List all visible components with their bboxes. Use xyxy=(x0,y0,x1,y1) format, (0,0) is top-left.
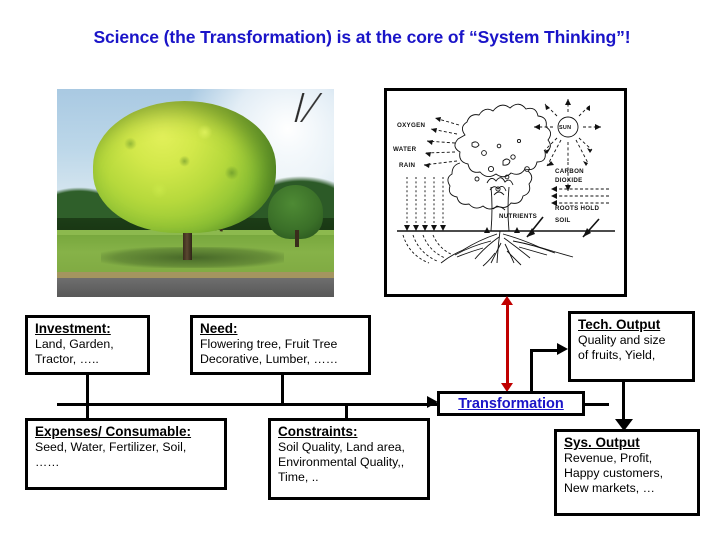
red-arrow-head-up xyxy=(501,296,513,305)
canopy-outline xyxy=(454,103,551,178)
box-transformation[interactable]: Transformation xyxy=(437,391,585,416)
connector-investment-drop xyxy=(86,375,89,404)
label-carbon: CARBON xyxy=(555,168,584,175)
rain-streaks xyxy=(406,177,444,229)
label-dioxide: DIOXIDE xyxy=(555,177,583,184)
photo-tree-canopy xyxy=(93,101,276,233)
arrowhead-into-sys-output xyxy=(615,419,633,431)
rain-arrowheads xyxy=(404,225,446,231)
box-need-line-1: Flowering tree, Fruit Tree xyxy=(200,337,338,351)
box-constraints-header: Constraints: xyxy=(278,424,358,439)
root-system xyxy=(440,230,574,267)
co2-arrows xyxy=(555,188,609,204)
box-expenses-header: Expenses/ Consumable: xyxy=(35,424,192,439)
box-tech-output-line-2: of fruits, Yield, xyxy=(578,348,656,362)
trunk-foliage xyxy=(486,177,514,192)
photo-small-tree xyxy=(267,184,323,239)
trunk-bark xyxy=(492,191,506,211)
nutrient-uptake-arrows xyxy=(484,227,520,233)
photosynthesis-diagram-svg: OXYGEN WATER SUN RAIN CARBON DIOXIDE NUT… xyxy=(393,99,615,267)
box-sys-output-header: Sys. Output xyxy=(564,435,640,450)
box-tech-output-line-1: Quality and size xyxy=(578,333,666,347)
arrowhead-into-transformation xyxy=(427,396,438,408)
canopy-lower-outline xyxy=(447,162,533,210)
photo-road xyxy=(57,278,334,297)
red-double-arrow-link xyxy=(501,296,514,392)
roots-hold-soil-leader-head xyxy=(583,228,591,237)
nutrients-leader-head xyxy=(527,228,535,237)
box-expenses-line-1: Seed, Water, Fertilizer, Soil, xyxy=(35,440,187,454)
box-sys-output-line-3: New markets, … xyxy=(564,481,655,495)
sun-circle xyxy=(557,116,579,138)
box-investment[interactable]: Investment: Land, Garden, Tractor, ….. xyxy=(25,315,150,375)
photo-tree-shadow xyxy=(101,247,285,268)
trunk-outline xyxy=(490,186,510,232)
co2-arrowheads xyxy=(551,186,557,206)
connector-expenses-riser xyxy=(86,403,89,419)
sun-ray-arrowheads xyxy=(534,99,601,191)
label-nutrients: NUTRIENTS xyxy=(499,213,537,220)
box-investment-line-2: Tractor, ….. xyxy=(35,352,99,366)
connector-constraints-riser xyxy=(345,403,348,419)
box-sys-output-line-1: Revenue, Profit, xyxy=(564,451,653,465)
box-transformation-label: Transformation xyxy=(458,395,564,412)
box-constraints-line-2: Environmental Quality,, xyxy=(278,455,405,469)
connector-tech-to-sys-output xyxy=(622,382,625,421)
box-tech-output[interactable]: Tech. Output Quality and size of fruits,… xyxy=(568,311,695,382)
oxygen-water-arrowheads xyxy=(424,117,441,168)
red-arrow-head-down xyxy=(501,383,513,392)
box-expenses-consumable[interactable]: Expenses/ Consumable: Seed, Water, Ferti… xyxy=(25,418,227,490)
box-investment-line-1: Land, Garden, xyxy=(35,337,114,351)
box-sys-output[interactable]: Sys. Output Revenue, Profit, Happy custo… xyxy=(554,429,700,516)
box-need[interactable]: Need: Flowering tree, Fruit Tree Decorat… xyxy=(190,315,371,375)
box-constraints-line-3: Time, .. xyxy=(278,470,319,484)
connector-transformation-out xyxy=(585,403,609,406)
ground-water-flow xyxy=(402,234,454,264)
diagram-text-labels: OXYGEN WATER SUN RAIN CARBON DIOXIDE NUT… xyxy=(393,122,599,224)
label-oxygen: OXYGEN xyxy=(397,122,426,129)
photo-overhanging-branch xyxy=(267,93,334,123)
connector-need-drop xyxy=(281,375,284,404)
box-expenses-line-2: …… xyxy=(35,455,60,469)
label-water: WATER xyxy=(393,146,417,153)
tree-photograph xyxy=(57,89,334,297)
connector-input-bus xyxy=(57,403,500,406)
box-tech-output-header: Tech. Output xyxy=(578,317,661,332)
connector-to-tech-output xyxy=(530,349,562,352)
label-soil: SOIL xyxy=(555,217,571,224)
photo-small-tree-trunk xyxy=(294,230,300,248)
photo-tree-trunk xyxy=(183,205,192,260)
box-need-header: Need: xyxy=(200,321,238,336)
label-sun: SUN xyxy=(559,125,571,131)
box-sys-output-line-2: Happy customers, xyxy=(564,466,664,480)
label-rain: RAIN xyxy=(399,162,416,169)
photosynthesis-diagram: OXYGEN WATER SUN RAIN CARBON DIOXIDE NUT… xyxy=(384,88,627,297)
box-investment-header: Investment: xyxy=(35,321,111,336)
red-arrow-stem xyxy=(506,303,509,385)
photo-verge xyxy=(57,272,334,279)
box-constraints-line-1: Soil Quality, Land area, xyxy=(278,440,405,454)
canopy-texture xyxy=(471,138,530,192)
label-roots-hold: ROOTS HOLD xyxy=(555,205,599,212)
box-need-line-2: Decorative, Lumber, …… xyxy=(200,352,339,366)
arrowhead-into-tech-output xyxy=(557,343,568,355)
page-title: Science (the Transformation) is at the c… xyxy=(93,27,631,47)
connector-transformation-riser xyxy=(530,349,533,393)
box-constraints[interactable]: Constraints: Soil Quality, Land area, En… xyxy=(268,418,430,500)
